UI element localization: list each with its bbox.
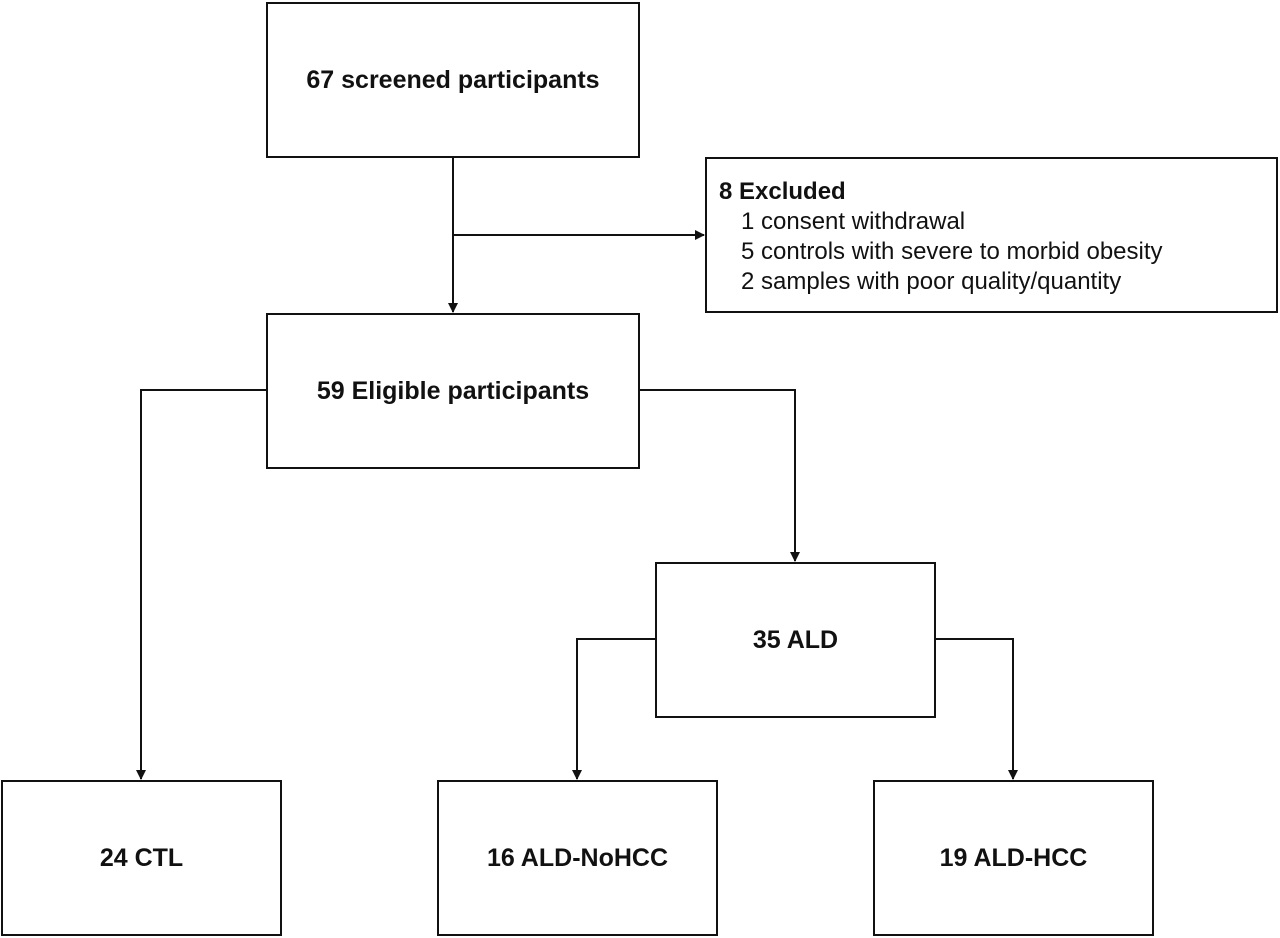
eligible-participants-box: 59 Eligible participants [266, 313, 640, 469]
ald-label: 35 ALD [752, 625, 839, 654]
ald-nohcc-label: 16 ALD-NoHCC [486, 843, 669, 872]
excluded-box: 8 Excluded 1 consent withdrawal 5 contro… [705, 157, 1278, 313]
excluded-reason-consent: 1 consent withdrawal [741, 208, 966, 235]
eligible-participants-label: 59 Eligible participants [316, 376, 590, 405]
excluded-reason-obesity: 5 controls with severe to morbid obesity [741, 238, 1163, 265]
ctl-box: 24 CTL [1, 780, 282, 936]
screened-participants-label: 67 screened participants [306, 65, 600, 94]
arrow-ald-to-nohcc [572, 638, 656, 780]
arrow-eligible-to-ctl [136, 389, 266, 780]
ald-hcc-label: 19 ALD-HCC [939, 843, 1088, 872]
ald-box: 35 ALD [655, 562, 936, 718]
ctl-label: 24 CTL [99, 843, 184, 872]
excluded-title: 8 Excluded [719, 178, 846, 205]
ald-hcc-box: 19 ALD-HCC [873, 780, 1154, 936]
arrow-ald-to-hcc [935, 638, 1018, 780]
excluded-reason-sample-quality: 2 samples with poor quality/quantity [741, 268, 1122, 295]
arrow-eligible-to-ald [639, 389, 800, 562]
ald-nohcc-box: 16 ALD-NoHCC [437, 780, 718, 936]
screened-participants-box: 67 screened participants [266, 2, 640, 158]
